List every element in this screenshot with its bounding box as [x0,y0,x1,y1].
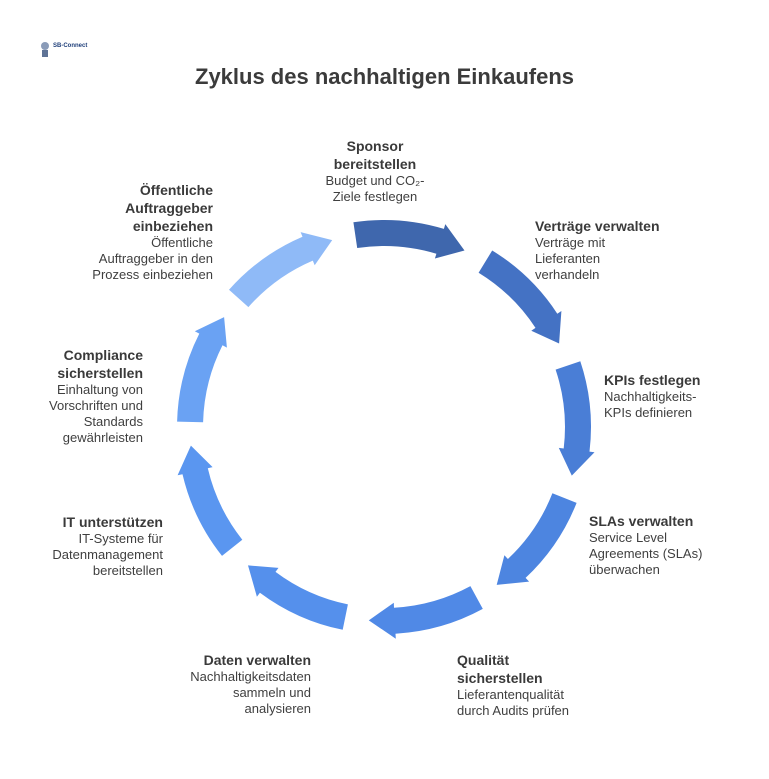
step-daten: Daten verwalten Nachhaltigkeitsdaten sam… [150,651,311,717]
step-compliance-heading: Compliance sicherstellen [57,347,143,381]
step-oeffentliche: Öffentliche Auftraggeber einbeziehen Öff… [40,181,213,283]
step-oeffentliche-text: Öffentliche Auftraggeber in den Prozess … [92,235,213,282]
step-oeffentliche-heading: Öffentliche Auftraggeber einbeziehen [125,182,213,234]
arrow-compliance [177,317,227,423]
step-vertraege-heading: Verträge verwalten [535,218,660,234]
diagram-title: Zyklus des nachhaltigen Einkaufens [195,64,574,89]
arrow-daten [248,565,348,630]
step-daten-heading: Daten verwalten [203,652,311,668]
logo-icon [41,42,49,57]
step-sponsor: Sponsor bereitstellen Budget und CO₂- Zi… [305,137,445,205]
step-it: IT unterstützen IT-Systeme für Datenmana… [20,513,163,579]
step-slas-text: Service Level Agreements (SLAs) überwach… [589,530,703,577]
arrow-oeffentliche [229,232,333,308]
step-vertraege-text: Verträge mit Lieferanten verhandeln [535,235,606,282]
arrow-it [177,445,243,556]
arrow-slas [496,493,577,585]
step-slas: SLAs verwalten Service Level Agreements … [589,512,749,578]
step-vertraege: Verträge verwalten Verträge mit Lieferan… [535,217,715,283]
step-kpis: KPIs festlegen Nachhaltigkeits- KPIs def… [604,371,754,421]
arrow-qualitaet [368,586,483,639]
logo-text: SB-Connect [53,43,88,49]
step-sponsor-text: Budget und CO₂- Ziele festlegen [325,173,425,204]
step-qualitaet-heading: Qualität sicherstellen [457,652,543,686]
step-kpis-heading: KPIs festlegen [604,372,701,388]
arrow-vertraege [478,250,562,344]
step-sponsor-heading: Sponsor bereitstellen [333,138,417,172]
step-compliance: Compliance sicherstellen Einhaltung von … [20,346,143,446]
step-slas-heading: SLAs verwalten [589,513,694,529]
cycle-arrows [177,220,595,639]
step-it-heading: IT unterstützen [62,514,163,530]
step-it-text: IT-Systeme für Datenmanagement bereitste… [52,531,163,578]
step-qualitaet-text: Lieferantenqualität durch Audits prüfen [457,687,570,718]
arrow-kpis [555,361,595,476]
arrow-sponsor [353,220,465,259]
logo: SB-Connect [38,40,87,62]
step-daten-text: Nachhaltigkeitsdaten sammeln und analysi… [190,669,311,716]
step-kpis-text: Nachhaltigkeits- KPIs definieren [604,389,697,420]
step-qualitaet: Qualität sicherstellen Lieferantenqualit… [457,651,617,719]
step-compliance-text: Einhaltung von Vorschriften und Standard… [49,382,143,445]
